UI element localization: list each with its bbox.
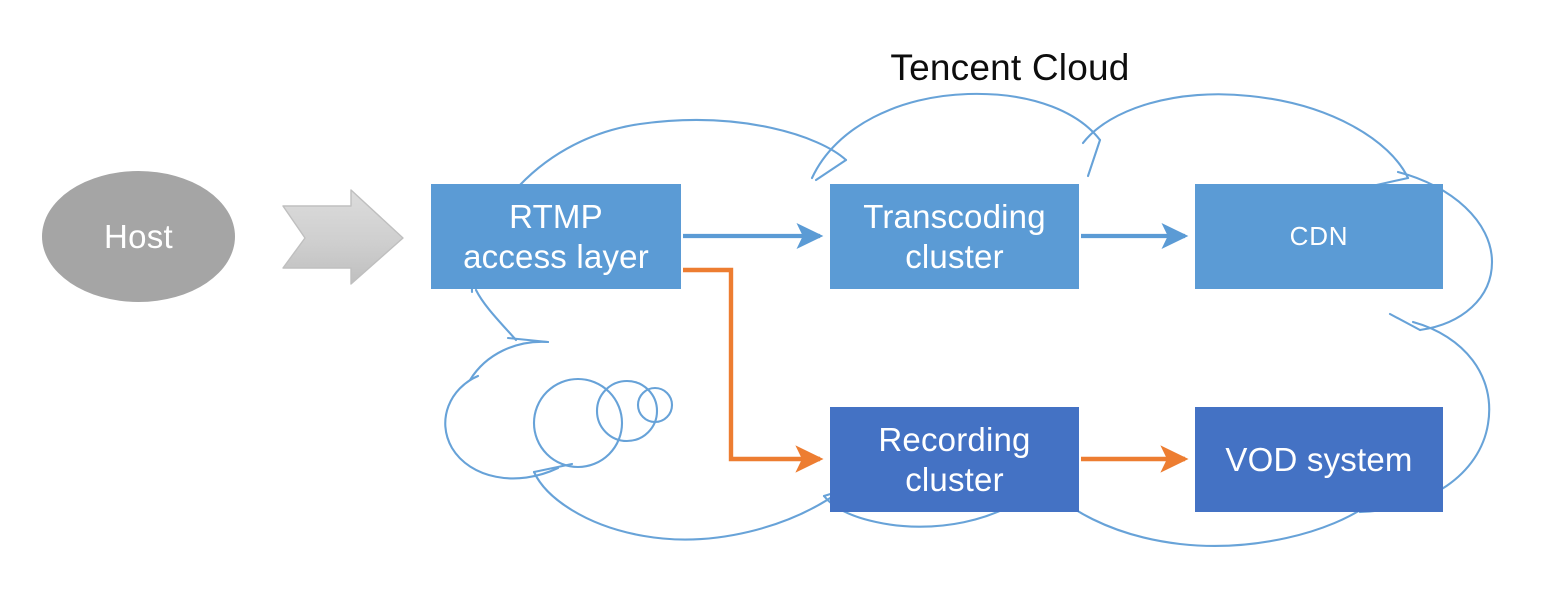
node-recording-label-line2: cluster bbox=[905, 460, 1004, 498]
node-vod-system[interactable]: VOD system bbox=[1195, 407, 1443, 512]
node-host[interactable]: Host bbox=[42, 171, 235, 302]
node-rtmp-label-line1: RTMP bbox=[509, 197, 603, 235]
node-vod-system-label: VOD system bbox=[1225, 440, 1413, 478]
node-transcoding-label-line2: cluster bbox=[905, 237, 1004, 275]
connector-host-to-rtmp bbox=[282, 189, 404, 285]
node-cdn-label: CDN bbox=[1289, 221, 1349, 251]
node-host-label: Host bbox=[103, 217, 174, 255]
node-rtmp-label-line2: access layer bbox=[463, 237, 649, 275]
node-transcoding-label-line1: Transcoding bbox=[863, 197, 1046, 235]
diagram-title: Tencent Cloud bbox=[890, 47, 1130, 88]
node-cdn[interactable]: CDN bbox=[1195, 184, 1443, 289]
node-recording-label-line1: Recording bbox=[878, 420, 1031, 458]
connector-rtmp-to-recording bbox=[683, 267, 824, 473]
